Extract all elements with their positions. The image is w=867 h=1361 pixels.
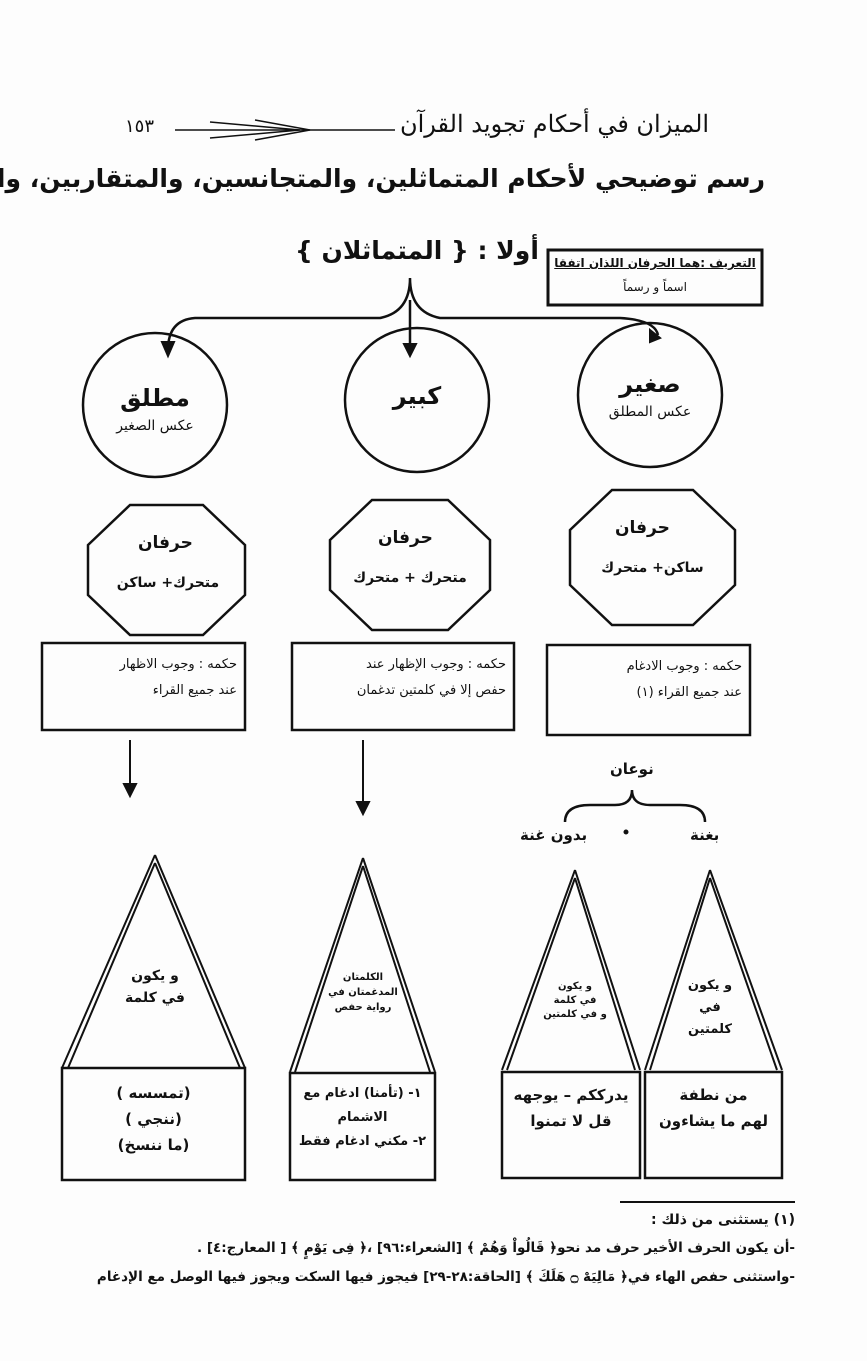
type-desc-mutlaq: عكس الصغير bbox=[116, 418, 194, 434]
type-name-mutlaq: مطلق bbox=[120, 384, 190, 412]
footnote-line1: (١) يستثنى من ذلك : bbox=[650, 1212, 795, 1228]
type-name-kabir: كبير bbox=[392, 382, 442, 410]
book-title: الميزان في أحكام تجويد القرآن bbox=[400, 110, 710, 138]
footnote-line3: -واستثنى حفص الهاء في﴿ مَالِيَهْ ۝ هَلَك… bbox=[96, 1269, 795, 1285]
octagon-letters: حرفان bbox=[378, 528, 433, 548]
octagon-pattern: متحرك + متحرك bbox=[353, 570, 467, 586]
examples-box: (تمسسه )(ننجي )(ما ننسخ) bbox=[116, 1084, 191, 1154]
circle-mutlaq bbox=[81, 331, 229, 479]
octagon-pattern: متحرك+ ساكن bbox=[116, 575, 220, 591]
page-title: رسم توضيحي لأحكام المتماثلين، والمتجانسي… bbox=[0, 164, 765, 193]
without-ghunna-label: بدون غنة bbox=[520, 826, 588, 844]
page-number: ١٥٣ bbox=[125, 116, 155, 137]
section-heading: أولا : { المتماثلان } bbox=[295, 236, 539, 265]
triangle-middle bbox=[289, 857, 436, 1073]
triangle-left bbox=[61, 854, 246, 1069]
definition-box-frame bbox=[546, 248, 764, 307]
type-name-saghir: صغير bbox=[619, 370, 681, 398]
type-desc-saghir: عكس المطلق bbox=[608, 404, 692, 420]
footnote-line2: -أن يكون الحرف الأخير حرف مد نحو﴿ قَالُو… bbox=[197, 1240, 795, 1256]
with-ghunna-label: بغنة bbox=[690, 826, 720, 844]
octagon-letters: حرفان bbox=[615, 518, 670, 538]
octagon-letters: حرفان bbox=[138, 533, 193, 553]
triangle-right bbox=[644, 869, 783, 1071]
definition-line1: التعريف :هما الحرفان اللذان اتفقا bbox=[554, 256, 756, 270]
definition-line2: اسماً و رسماً bbox=[623, 280, 687, 294]
triangle-right2 bbox=[501, 869, 641, 1071]
octagon-left bbox=[86, 503, 247, 637]
subtypes-label: نوعان bbox=[610, 760, 654, 778]
octagon-right bbox=[568, 488, 737, 627]
header-arrow-ornament bbox=[175, 119, 395, 141]
octagon-middle bbox=[328, 498, 492, 632]
octagon-pattern: ساكن+ متحرك bbox=[601, 560, 704, 576]
subtype-brace bbox=[563, 789, 707, 823]
circle-kabir bbox=[343, 326, 491, 474]
circle-saghir bbox=[576, 321, 724, 469]
